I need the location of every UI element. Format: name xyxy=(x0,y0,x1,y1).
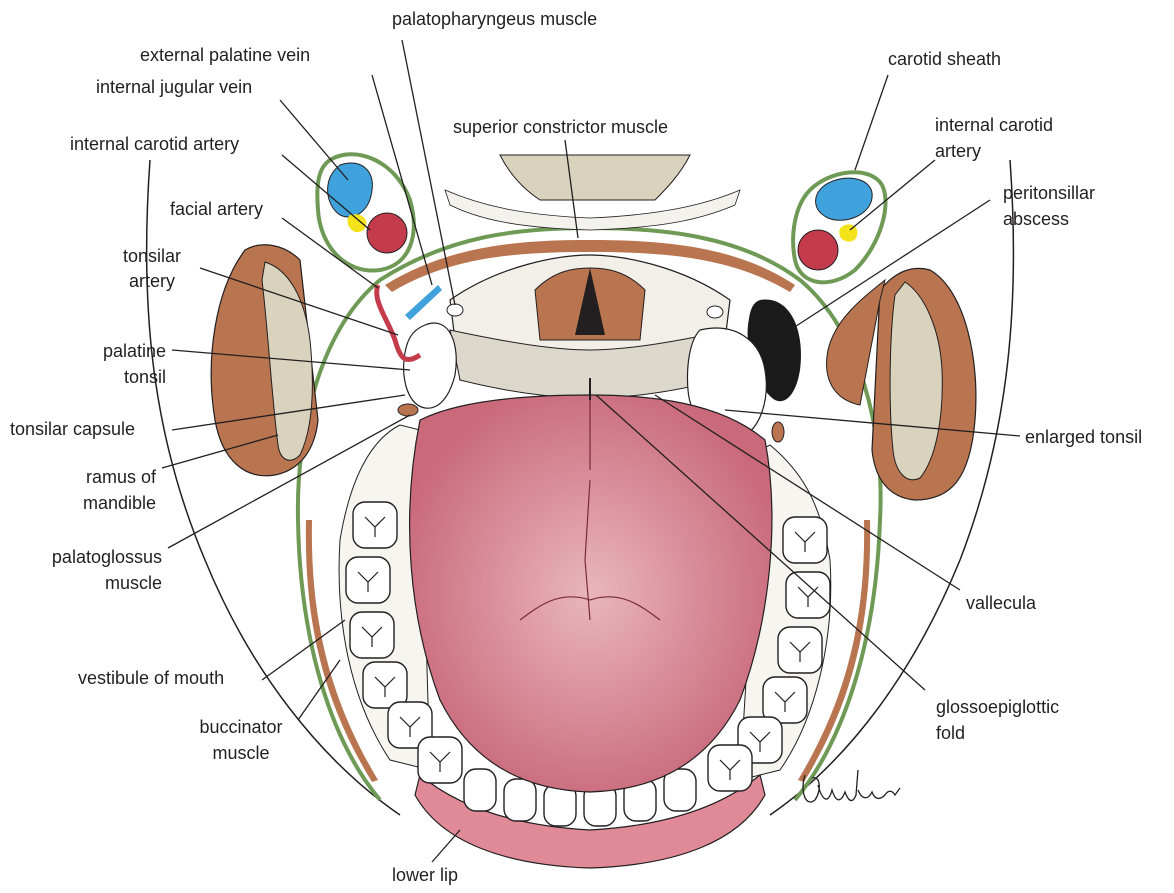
artist-signature xyxy=(0,0,1174,893)
anatomy-diagram: palatopharyngeus muscle external palatin… xyxy=(0,0,1174,893)
